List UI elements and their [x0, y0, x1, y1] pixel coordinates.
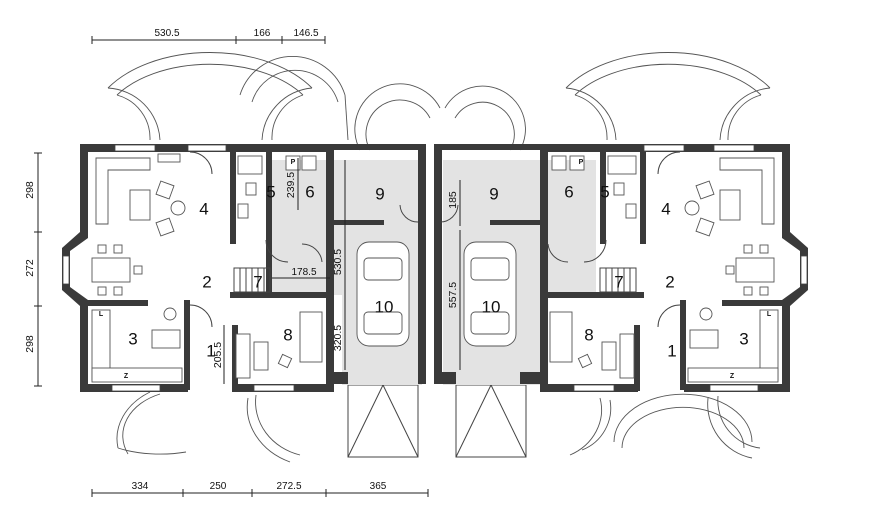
room-10-right: 10 [482, 297, 501, 316]
left-unit-furniture [91, 151, 419, 383]
dim-left-2: 272 [24, 259, 36, 277]
sink-label-left: Z [124, 373, 129, 380]
right-unit-furniture [439, 151, 779, 383]
room-9-left: 9 [375, 184, 384, 203]
room-2-right: 2 [665, 272, 674, 291]
dim-int-185: 185 [447, 191, 459, 209]
driveway-left [347, 384, 419, 458]
room-4-left: 4 [199, 199, 208, 218]
fridge-label-right: L [767, 311, 772, 318]
room-numbers-right: 1 2 3 4 5 6 7 8 9 10 [482, 182, 749, 360]
dim-top-3: 146.5 [293, 28, 318, 39]
dim-bottom-1: 334 [132, 481, 149, 492]
bottom-dimension-line: 334 250 272.5 365 [91, 481, 429, 497]
dim-left-3: 298 [24, 335, 36, 353]
left-dimension-line: 298 272 298 [24, 152, 42, 387]
boiler-label-left: P [291, 159, 296, 166]
fridge-label-left: L [99, 311, 104, 318]
car-left [356, 241, 410, 347]
room-10-left: 10 [375, 297, 394, 316]
dim-int-530: 530.5 [332, 249, 344, 275]
room-3-left: 3 [128, 329, 137, 348]
dim-int-205: 205.5 [212, 342, 224, 368]
room-7-left: 7 [253, 272, 262, 291]
room-numbers-left: 1 2 3 4 5 6 7 8 9 10 [128, 182, 393, 360]
dim-bottom-4: 365 [370, 481, 387, 492]
room-1-left: 1 [206, 341, 215, 360]
room-2-left: 2 [202, 272, 211, 291]
interior-dims-right: 185 557.5 [447, 180, 461, 370]
room-7-right: 7 [614, 272, 623, 291]
room-6-left: 6 [305, 182, 314, 201]
room-5-right: 5 [600, 182, 609, 201]
symbols: P P L L Z Z [99, 159, 772, 380]
driveway-right [455, 384, 527, 458]
dim-top-1: 530.5 [154, 28, 179, 39]
interior-dims-left: 239.5 178.5 530.5 320.5 205.5 [212, 158, 346, 384]
dim-bottom-3: 272.5 [276, 481, 301, 492]
boiler-label-right: P [579, 159, 584, 166]
dim-int-178: 178.5 [291, 267, 316, 278]
terrace-arcs-top [107, 52, 771, 151]
dim-int-239: 239.5 [285, 172, 297, 198]
right-garage-walls [434, 144, 544, 384]
dim-left-1: 298 [24, 181, 36, 199]
dim-bottom-2: 250 [210, 481, 227, 492]
room-4-right: 4 [661, 199, 670, 218]
top-dimension-line: 530.5 166 146.5 [91, 28, 326, 44]
windows [62, 144, 808, 392]
dim-int-320: 320.5 [332, 325, 344, 351]
room-6-right: 6 [564, 182, 573, 201]
left-garage-walls [326, 144, 426, 384]
room-8-right: 8 [584, 325, 593, 344]
dim-int-557: 557.5 [447, 282, 459, 308]
room-8-left: 8 [283, 325, 292, 344]
terrace-arcs-bottom [116, 391, 761, 463]
room-9-right: 9 [489, 184, 498, 203]
sink-label-right: Z [730, 373, 735, 380]
room-3-right: 3 [739, 329, 748, 348]
room-5-left: 5 [266, 182, 275, 201]
car-right [463, 241, 517, 347]
room-1-right: 1 [667, 341, 676, 360]
dim-top-2: 166 [254, 28, 271, 39]
